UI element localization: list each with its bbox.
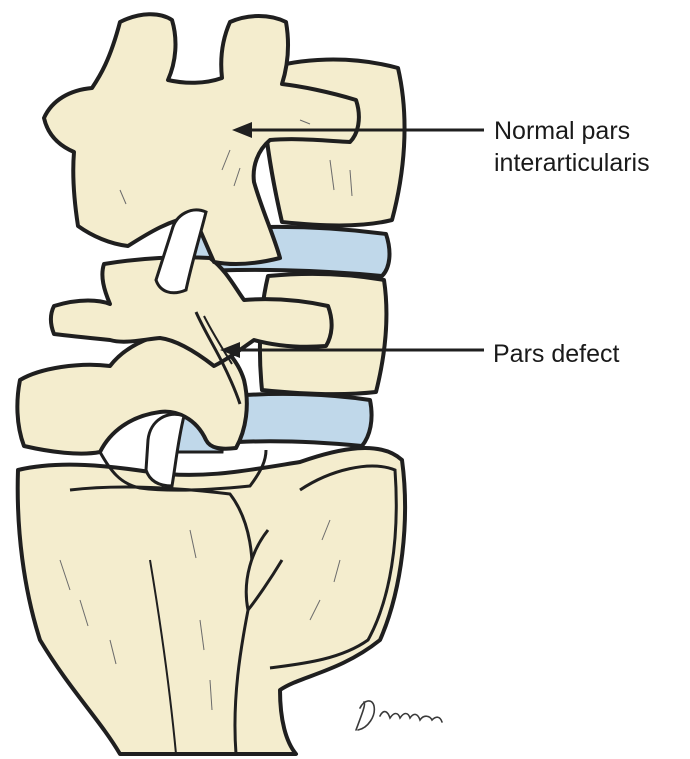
pars-defect-label: Pars defect	[493, 338, 619, 370]
normal-pars-label-line1: Normal pars	[494, 115, 650, 147]
normal-pars-label: Normal pars interarticularis	[494, 115, 650, 179]
sacrum	[18, 448, 405, 754]
normal-pars-label-line2: interarticularis	[494, 147, 650, 179]
artist-signature	[356, 701, 442, 730]
